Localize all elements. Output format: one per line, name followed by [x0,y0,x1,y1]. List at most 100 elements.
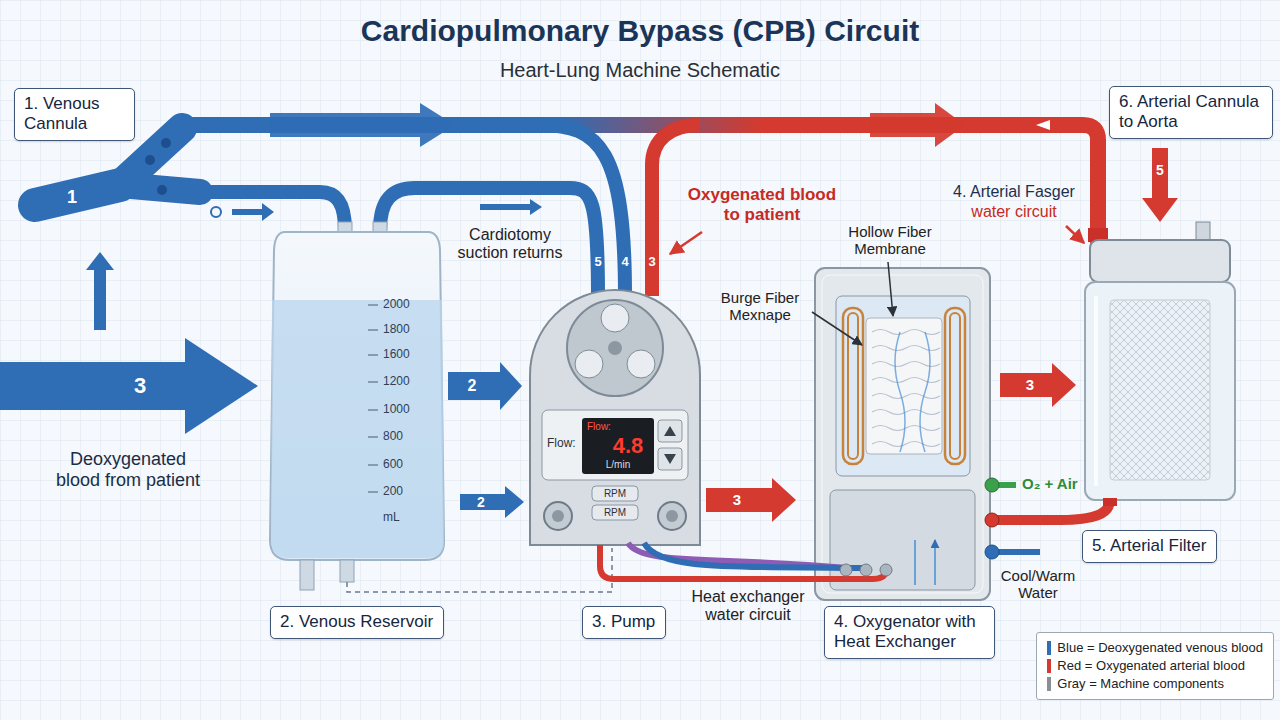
flow-arrow [480,199,542,215]
part-label: Cool/Warm Water [996,567,1080,602]
callout-number: 3 [733,491,741,508]
pointer-arrow [670,232,702,254]
flow-squiggle [895,332,930,452]
heat-coil [950,313,960,459]
leader-line [888,262,893,316]
component-label-box: 2. Venous Reservoir [270,606,444,639]
scale-value: 2000 [383,298,410,312]
display-label: Flow: [587,421,611,433]
button-label: RPM [604,488,626,500]
flow-arrow [232,203,274,221]
callout-number: 5 [594,255,601,270]
scale-unit: mL [383,511,400,525]
legend-text: Red = Oxygenated arterial blood [1057,657,1245,675]
cannula-hole [161,138,171,148]
cannula-hole [145,155,155,165]
reservoir-outlet [340,560,354,582]
flow-arrow [1142,148,1178,222]
subtitle: Heart-Lung Machine Schematic [500,59,780,82]
dashed-line [347,548,612,592]
legend-row: Gray = Machine components [1047,675,1263,693]
component-label: 3. Pump [592,612,656,632]
flow-label: Oxygenated blood to patient [687,185,837,224]
flow-chevron [1036,120,1050,130]
component-label: 5. Arterial Filter [1092,536,1207,556]
part-label: Heat exchanger water circuit [678,588,818,625]
flow-arrow [706,478,796,522]
water-tube [600,545,886,579]
water-flow-arrows [915,540,935,585]
housing-bevel [822,275,983,593]
flow-arrow [870,103,965,147]
oxygenator-housing [815,268,990,600]
venous-tube [195,192,345,230]
reservoir-outlet [300,560,314,590]
down-triangle [664,454,676,464]
callout-number: 3 [134,373,146,398]
reservoir-blood-level [271,300,444,558]
roller [627,350,655,378]
heat-coil [945,308,965,464]
callout-number: 4 [621,255,628,270]
water-port [860,564,872,576]
callout-number: 2 [477,494,485,510]
roller [601,304,629,332]
water-port [840,564,852,576]
callout-number: 2 [468,377,477,395]
display-value: 4.8 [613,433,644,458]
flow-arrow [0,338,258,434]
diagram-title: Cardiopulmonary Bypass (CPB) Circuit [0,14,1280,49]
component-label-box: 1. Venous Cannula [14,88,135,141]
component-label: 4. Oxygenator with Heat Exchanger [834,612,985,653]
legend-swatch [1047,641,1051,655]
oxygenator-window [836,296,970,476]
port-symbol [211,207,221,217]
knob [544,502,572,530]
filter-bottom-port [1103,498,1117,506]
up-button [658,420,682,442]
legend-row: Red = Oxygenated arterial blood [1047,657,1263,675]
scale-value: 800 [383,430,403,444]
scale-value: 1600 [383,348,410,362]
heat-exchanger [830,490,975,590]
component-label-box: 3. Pump [582,606,666,639]
leader-line [812,312,862,345]
fiber-bundle [866,318,942,454]
callout-number: 3 [1026,376,1034,393]
part-label: water circuit [971,203,1056,221]
flow-display [582,418,654,474]
roller-hub [608,341,622,355]
filter-mesh [1110,300,1210,480]
roller [575,350,603,378]
flow-arrow [270,103,455,147]
panel-label: Flow: [547,437,576,451]
flow-label: Deoxygenated blood from patient [53,449,203,490]
legend-swatch [1047,677,1051,691]
gas-port [985,478,999,492]
component-label-box: 4. Oxygenator with Heat Exchanger [824,606,995,659]
flow-arrow [1000,363,1076,407]
component-label: 1. Venous Cannula [24,94,125,135]
main-tube [185,125,1098,242]
legend-swatch [1047,659,1051,673]
knob-center [666,510,678,522]
component-label-box: 6. Arterial Cannula to Aorta [1109,86,1273,139]
filter-body [1085,282,1235,500]
display-unit: L/min [606,459,630,471]
roller-head [567,300,663,396]
down-button [658,448,682,470]
callout-number: 3 [648,255,655,270]
part-label: Hollow Fiber Membrane [844,223,936,258]
callout-number: 5 [1156,162,1164,178]
up-triangle [664,426,676,436]
legend-text: Gray = Machine components [1057,675,1224,693]
rpm-button [592,505,638,520]
venous-tube [540,125,625,296]
heat-coil [848,313,858,459]
legend-box: Blue = Deoxygenated venous bloodRed = Ox… [1036,632,1274,700]
button-label: RPM [604,507,626,519]
scale-value: 600 [383,458,403,472]
